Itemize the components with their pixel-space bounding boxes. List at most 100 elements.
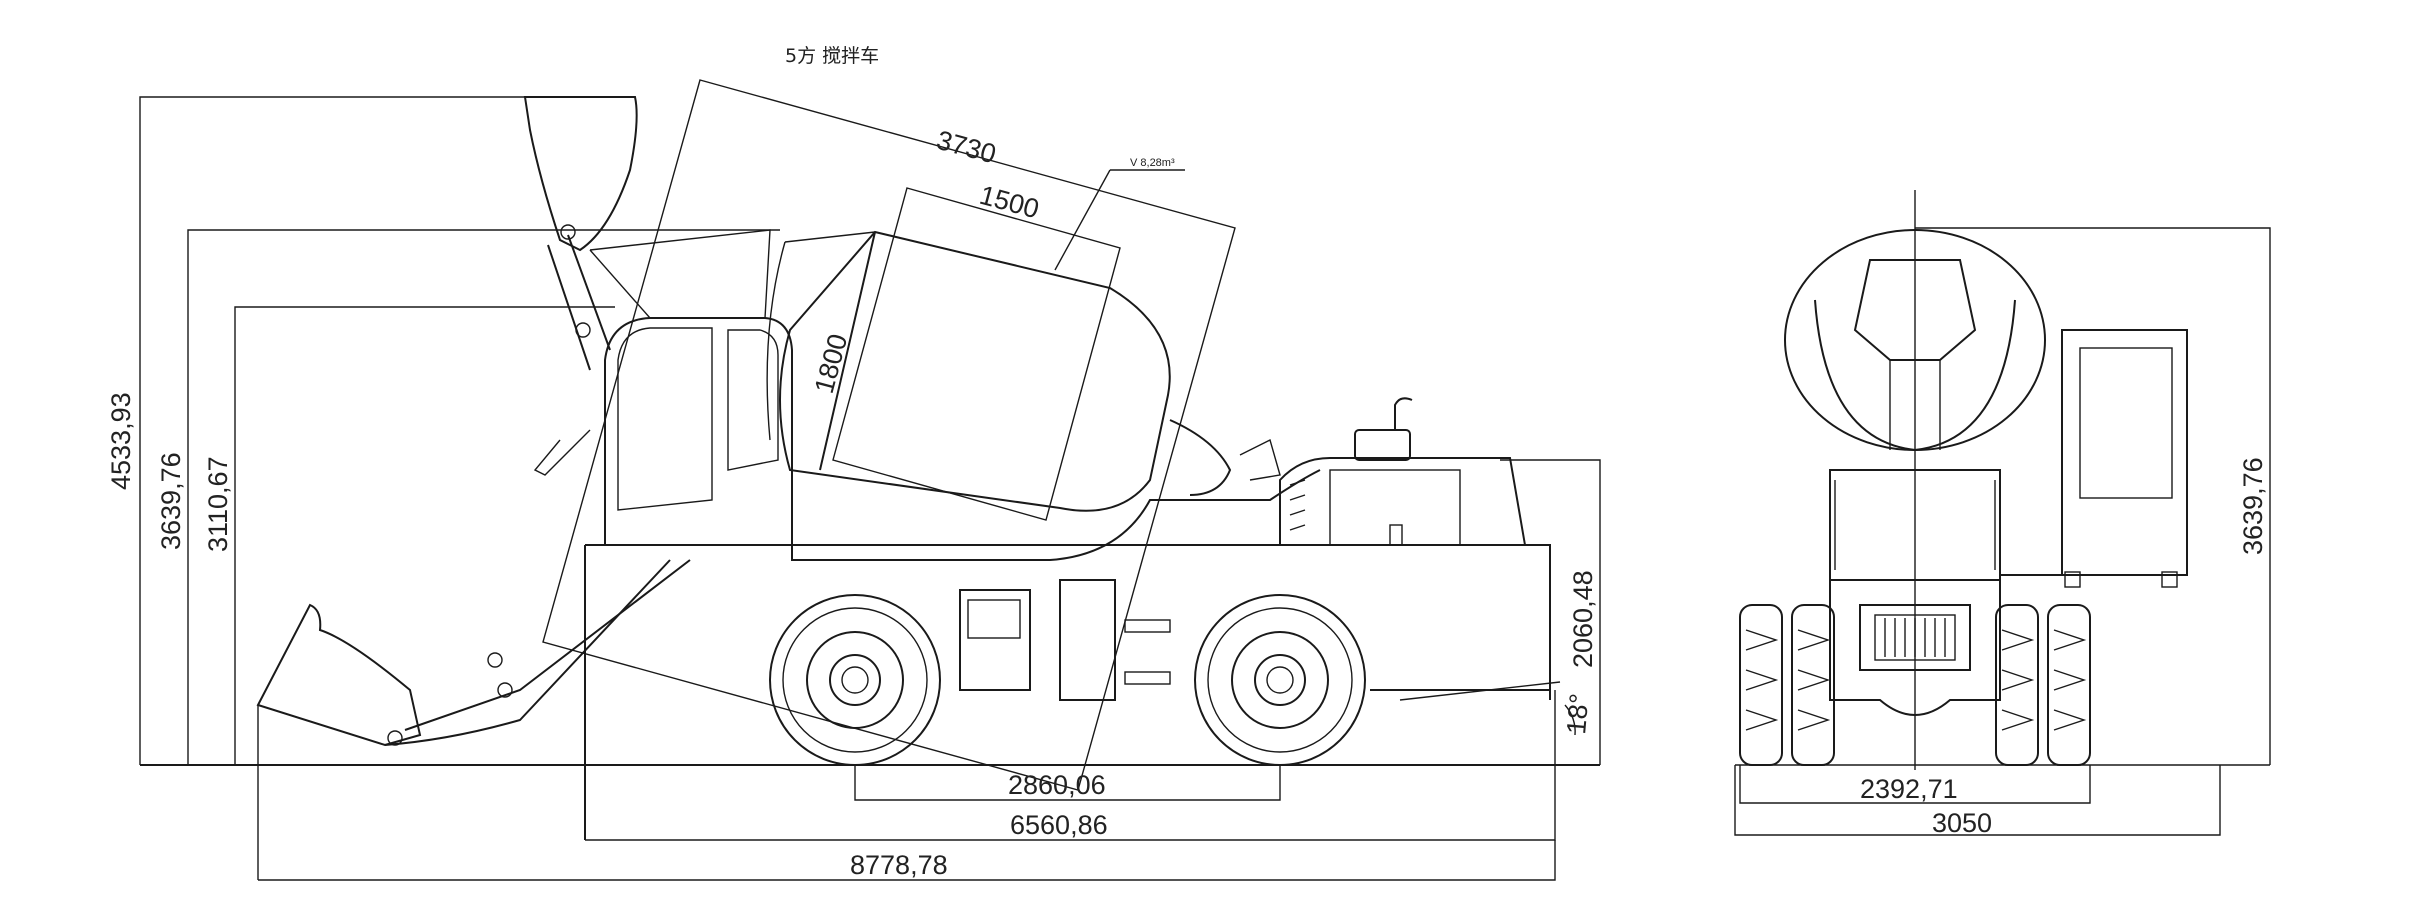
dim-label-height-4533: 4533,93 — [106, 392, 136, 490]
hydraulic-gauge — [967, 599, 1021, 639]
tire-outer-right — [2047, 604, 2091, 766]
lowered-bucket-shell — [256, 603, 422, 747]
rear-tire — [1194, 594, 1366, 766]
chassis-upper-line — [791, 469, 1321, 561]
front-lower-body — [1829, 580, 2001, 716]
drum-chute — [1239, 438, 1281, 481]
tread-inner-right — [2001, 629, 2035, 731]
steering-step-upper — [1124, 619, 1171, 633]
cab-pillar — [589, 249, 651, 319]
front-grille — [1874, 614, 1956, 661]
engine-panel — [1329, 469, 1461, 546]
dim-label-wheelbase: 2860,06 — [1008, 770, 1106, 800]
dim-line-4533 — [139, 96, 525, 765]
lowered-bucket — [256, 559, 691, 880]
front-body — [1829, 469, 2001, 581]
steering-joint — [1059, 579, 1116, 701]
dim-label-total-length: 8778,78 — [850, 850, 948, 880]
dim-label-drum-1800: 1800 — [809, 331, 854, 397]
front-tire — [769, 594, 941, 766]
raised-arm-pin — [575, 322, 591, 338]
front-rim — [806, 631, 904, 729]
angle-arc — [1564, 704, 1576, 736]
cab-canopy — [589, 229, 771, 319]
front-wheel — [769, 594, 941, 766]
chassis — [584, 397, 1551, 840]
front-cab-window — [2079, 347, 2173, 499]
engine-panel-handle — [1389, 524, 1403, 546]
dim-line-2860 — [854, 765, 1281, 801]
front-drum — [1784, 229, 2046, 452]
front-light-left — [2064, 571, 2081, 588]
dim-label-height-3639: 3639,76 — [156, 452, 186, 550]
front-height-dim-line — [1915, 227, 2271, 765]
drum-cone-front — [766, 241, 786, 441]
engine-vents — [1289, 479, 1306, 531]
raised-bucket-arm-2 — [547, 244, 591, 371]
tire-inner-left — [1791, 604, 1835, 766]
front-cab-box — [2061, 329, 2188, 576]
mixing-drum — [766, 230, 1281, 512]
tire-outer-left — [1739, 604, 1783, 766]
volume-leader — [1054, 169, 1111, 271]
drawing-title: 5方 搅拌车 — [785, 45, 879, 67]
dim-label-drum-1500: 1500 — [976, 180, 1042, 225]
dim-label-drum-3730: 3730 — [933, 125, 999, 170]
front-grille-bars — [1884, 618, 1946, 657]
rear-rim — [1231, 631, 1329, 729]
dim-line-2060 — [1500, 459, 1601, 765]
front-dim-label-track: 2392,71 — [1860, 774, 1958, 804]
front-drum-inner — [1814, 299, 2016, 452]
bucket-pin — [387, 730, 403, 746]
front-tire-inner — [782, 607, 928, 753]
engine-hood — [1279, 457, 1526, 546]
front-dim-label-width: 3050 — [1932, 808, 1992, 838]
rear-tire-inner — [1207, 607, 1353, 753]
front-hub-cap — [841, 666, 869, 694]
dim-line-3110 — [234, 306, 615, 765]
horizontal-dimension-lines — [258, 690, 1556, 881]
dim-line-8778 — [258, 840, 1556, 881]
volume-label: V 8,28m³ — [1130, 157, 1175, 169]
tire-inner-right — [1995, 604, 2039, 766]
rear-step — [1400, 689, 1551, 700]
side-view: 4533,93 3639,76 3110,67 2060,48 18° 3730… — [106, 79, 1601, 881]
cab-frame — [604, 317, 793, 546]
cab-window-side — [727, 329, 779, 471]
drum-drive — [1169, 419, 1232, 496]
boom-arm-upper — [404, 559, 691, 731]
link-pin-2 — [497, 682, 513, 698]
rear-hub — [1254, 654, 1306, 706]
raised-bucket-shell — [523, 96, 638, 252]
chassis-frame — [585, 544, 1551, 691]
raised-link — [533, 429, 591, 476]
dim-line-track — [1739, 765, 2091, 804]
raised-bucket-arm — [567, 234, 611, 351]
dim-line-3639 — [187, 229, 780, 765]
rear-hub-cap — [1266, 666, 1294, 694]
dim-label-height-3110: 3110,67 — [203, 456, 233, 552]
raised-bucket-pin — [560, 224, 576, 240]
raised-bucket — [523, 96, 638, 476]
exhaust-pipe — [1394, 397, 1413, 430]
drum-length-frame — [832, 187, 1121, 521]
front-light-right — [2161, 571, 2178, 588]
drum-body — [779, 230, 1171, 512]
dim-label-length: 6560,86 — [1010, 810, 1108, 840]
dim-line-width — [1734, 765, 2221, 836]
tread-inner-left — [1797, 629, 1831, 731]
rear-wheel — [1194, 594, 1366, 766]
front-grille-frame — [1859, 604, 1971, 671]
steering-step-lower — [1124, 671, 1171, 685]
drum-envelope-frame — [542, 79, 1236, 791]
drum-ring — [819, 231, 876, 471]
link-pin-1 — [487, 652, 503, 668]
drum-cone-top — [784, 231, 876, 243]
hydraulic-tank — [959, 589, 1031, 691]
cab-window-front — [617, 327, 713, 511]
front-tires — [1739, 604, 2091, 766]
front-view: 3639,76 — [1734, 190, 2271, 838]
operator-cab — [589, 229, 793, 546]
front-hub — [829, 654, 881, 706]
